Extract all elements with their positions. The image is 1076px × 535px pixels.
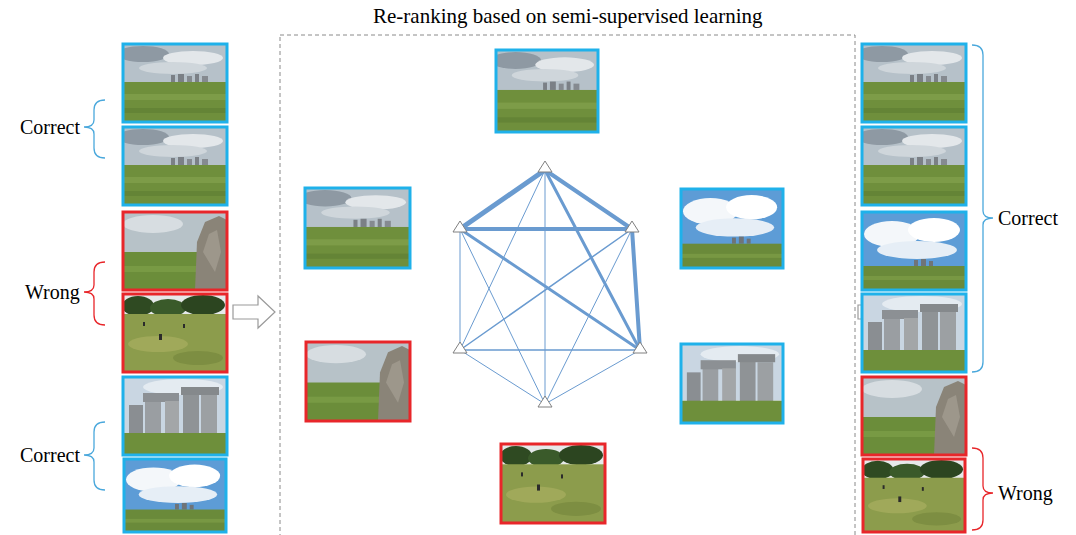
dashed-panel xyxy=(280,35,855,535)
photo xyxy=(117,127,227,205)
graph-vertex xyxy=(625,221,639,232)
photo-frame xyxy=(305,188,410,268)
photo xyxy=(862,377,966,455)
photo-frame xyxy=(123,377,227,455)
photo-frame xyxy=(496,50,598,132)
graph-edge xyxy=(460,229,545,404)
graph-edge xyxy=(545,229,632,404)
brace xyxy=(84,422,105,490)
photo-frame xyxy=(123,294,227,372)
graph-edge xyxy=(545,170,546,404)
graph-vertex xyxy=(538,396,552,407)
photo-frame xyxy=(862,127,966,205)
photo xyxy=(490,50,598,132)
graph-edge xyxy=(460,229,461,350)
photo xyxy=(124,459,226,532)
photo-frame xyxy=(862,377,966,455)
photo xyxy=(681,344,783,423)
graph-edge xyxy=(460,227,632,231)
photo xyxy=(856,127,966,205)
photo xyxy=(681,189,783,268)
graph xyxy=(460,170,640,404)
brace-label: Wrong xyxy=(25,281,80,304)
graph-vertex xyxy=(453,342,467,353)
photo xyxy=(306,342,410,421)
graph-edge xyxy=(632,229,640,350)
photo xyxy=(299,188,410,268)
photo xyxy=(500,444,605,523)
graph-edge xyxy=(460,349,640,351)
graph-edge xyxy=(460,170,545,350)
photo xyxy=(862,294,966,372)
photo-frame xyxy=(501,444,605,523)
brace xyxy=(972,45,993,372)
graph-edge xyxy=(545,350,640,404)
brace-label: Correct xyxy=(20,444,80,467)
graph-vertices xyxy=(453,161,647,407)
graph-vertex xyxy=(538,161,552,172)
brace-label: Wrong xyxy=(998,482,1053,505)
photo-frame xyxy=(862,294,966,372)
graph-edge xyxy=(460,229,632,350)
photo-frame xyxy=(863,459,965,532)
photo xyxy=(123,212,227,290)
figure-title: Re-ranking based on semi-supervised lear… xyxy=(373,4,763,28)
photo xyxy=(862,212,966,290)
brace xyxy=(972,448,993,530)
graph-edge xyxy=(460,170,545,229)
graph-vertex xyxy=(633,342,647,353)
brace-label: Correct xyxy=(998,207,1058,230)
photo-frame xyxy=(862,44,966,122)
photo-frame xyxy=(123,44,227,122)
flow-arrow xyxy=(233,296,275,328)
graph-edge xyxy=(460,229,640,350)
graph-edge xyxy=(545,170,640,350)
photo xyxy=(862,459,965,532)
photo-frame xyxy=(862,212,966,290)
photo-frame xyxy=(124,459,226,532)
photo-frame xyxy=(681,344,783,423)
photo-frame xyxy=(306,342,410,421)
photo-frame xyxy=(123,127,227,205)
photo-frame xyxy=(123,212,227,290)
photo xyxy=(117,44,227,122)
graph-vertex xyxy=(453,221,467,232)
brace xyxy=(84,262,105,325)
graph-edge xyxy=(545,170,632,229)
brace-label: Correct xyxy=(20,116,80,139)
graph-edge xyxy=(460,350,545,404)
photo xyxy=(123,377,227,455)
photo xyxy=(122,294,227,372)
photo xyxy=(856,44,966,122)
brace xyxy=(84,100,105,158)
photo-frame xyxy=(681,189,783,268)
